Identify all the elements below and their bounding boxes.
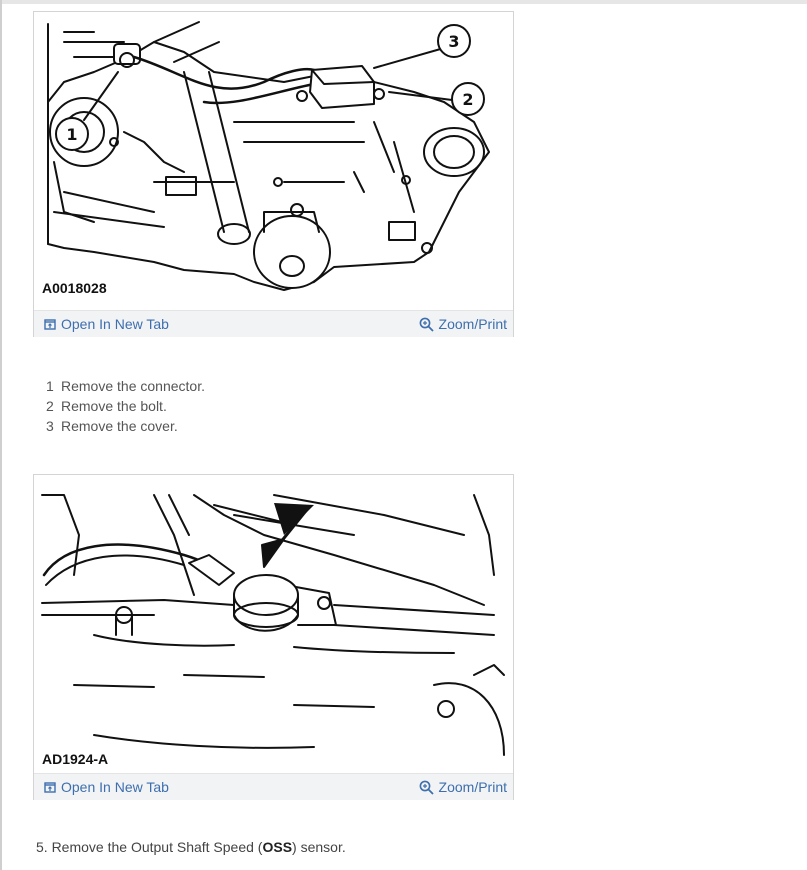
zoom-icon	[419, 780, 434, 795]
figure-2-open-label: Open In New Tab	[61, 779, 169, 795]
figure-1-zoom-print-link[interactable]: Zoom/Print	[419, 316, 507, 332]
oss-sensor-drawing	[41, 494, 505, 756]
zoom-icon	[419, 317, 434, 332]
figure-2-code: AD1924-A	[42, 751, 109, 767]
figure-2-zoom-print-link[interactable]: Zoom/Print	[419, 779, 507, 795]
transmission-drawing: 1 3 2	[47, 21, 490, 291]
left-divider	[0, 0, 2, 870]
figure-1: 1 3 2 A0018028 Open In New Tab Zoom/Prin…	[33, 11, 514, 337]
figure-2-illustration: AD1924-A	[34, 475, 513, 773]
figure-2-zoom-label: Zoom/Print	[438, 779, 507, 795]
figure-1-toolbar: Open In New Tab Zoom/Print	[34, 310, 513, 337]
figure-1-open-new-tab-link[interactable]: Open In New Tab	[44, 316, 169, 332]
callout-3: 3	[448, 32, 459, 51]
figure-2-open-new-tab-link[interactable]: Open In New Tab	[44, 779, 169, 795]
callout-1: 1	[66, 125, 77, 144]
figure-1-illustration: 1 3 2 A0018028	[34, 12, 513, 310]
figure-2: AD1924-A Open In New Tab Zoom/Print	[33, 474, 514, 800]
open-new-tab-icon	[44, 319, 56, 330]
figure-1-zoom-label: Zoom/Print	[438, 316, 507, 332]
open-new-tab-icon	[44, 782, 56, 793]
figure-1-open-label: Open In New Tab	[61, 316, 169, 332]
figure-2-toolbar: Open In New Tab Zoom/Print	[34, 773, 513, 800]
callout-2: 2	[462, 90, 473, 109]
top-divider	[0, 0, 807, 4]
oss-abbr: OSS	[262, 839, 293, 855]
figure-1-code: A0018028	[42, 280, 107, 296]
step-5-text: 5. Remove the Output Shaft Speed (OSS) s…	[36, 839, 346, 855]
